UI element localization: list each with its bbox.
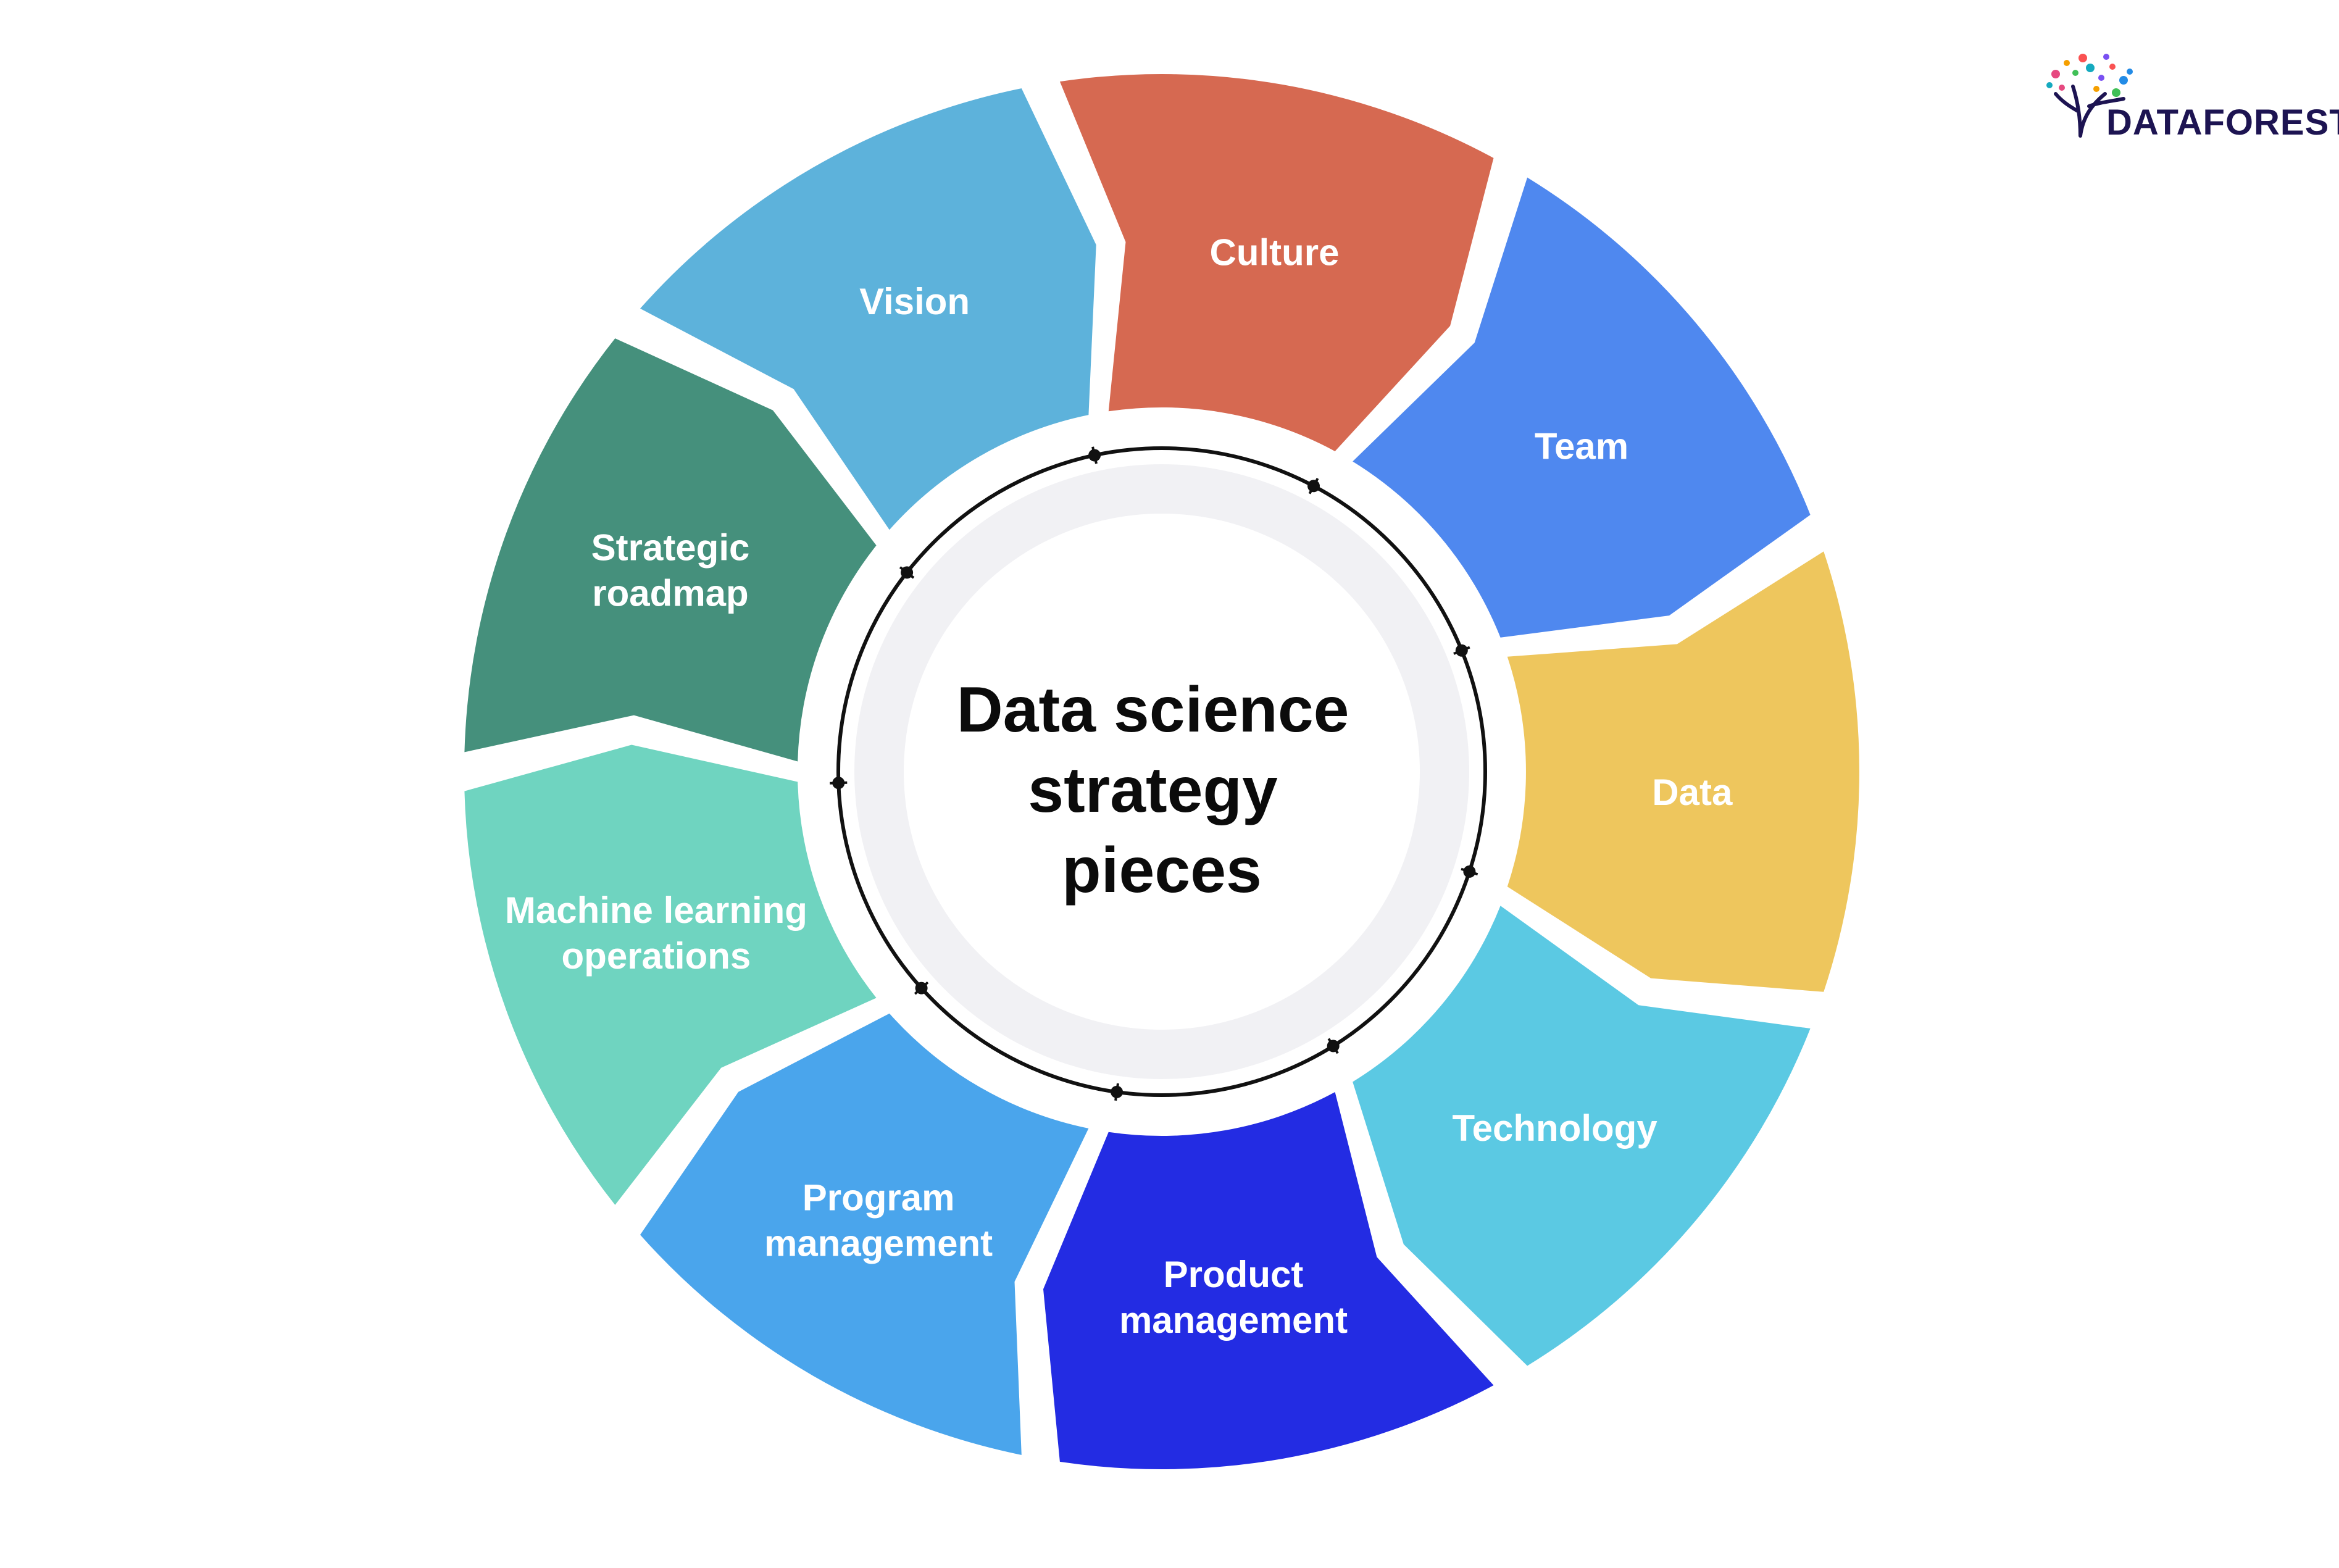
segment-data-label: Data bbox=[1652, 772, 1733, 813]
segment-data-shape bbox=[1507, 551, 1859, 992]
segment-strategic-roadmap-label-line: roadmap bbox=[592, 572, 748, 614]
segment-product-management-label-line: Product bbox=[1164, 1254, 1304, 1295]
segment-team-label-line: Team bbox=[1535, 426, 1628, 467]
segment-vision-label-line: Vision bbox=[859, 281, 970, 322]
ring-tick-dot bbox=[901, 566, 914, 579]
segment-machine-learning-operations-label-line: operations bbox=[562, 935, 751, 977]
segment-data-label-line: Data bbox=[1652, 772, 1733, 813]
segment-program-management-label-line: management bbox=[764, 1222, 993, 1264]
segment-team-shape bbox=[1353, 177, 1811, 638]
logo-dot bbox=[2051, 70, 2060, 78]
logo-dot bbox=[2127, 69, 2133, 75]
ring-tick-dot bbox=[1463, 865, 1476, 878]
segment-technology: Technology bbox=[1353, 906, 1811, 1366]
logo-dot bbox=[2064, 60, 2070, 66]
center-title: Data science strategy pieces bbox=[957, 674, 1367, 906]
logo-dot bbox=[2103, 54, 2109, 60]
ring-tick-dot bbox=[1455, 644, 1468, 657]
ring-tick-dot bbox=[915, 982, 928, 995]
segment-culture-label: Culture bbox=[1210, 232, 1340, 273]
center-ring-ticks bbox=[830, 446, 1478, 1101]
segment-culture-shape bbox=[1059, 73, 1494, 451]
center-title-line-2: strategy bbox=[1028, 754, 1278, 826]
logo-dot bbox=[2086, 64, 2095, 72]
center-title-line-1: Data science bbox=[957, 674, 1349, 746]
segment-strategic-roadmap-shape bbox=[464, 338, 877, 762]
logo-dot bbox=[2109, 64, 2116, 70]
logo-dot bbox=[2072, 70, 2078, 76]
logo-dot bbox=[2093, 86, 2099, 92]
logo-dot bbox=[2059, 85, 2065, 91]
segment-culture: Culture bbox=[1059, 73, 1494, 451]
ring-tick-dot bbox=[1327, 1040, 1340, 1053]
segment-vision: Vision bbox=[640, 88, 1096, 530]
ring-tick-dot bbox=[1111, 1085, 1124, 1098]
ring-tick-dot bbox=[832, 777, 845, 790]
center-title-line-3: pieces bbox=[1062, 835, 1262, 906]
brand-name: DATAFOREST bbox=[2106, 102, 2339, 143]
segment-product-management-label-line: management bbox=[1119, 1299, 1348, 1341]
logo-dot bbox=[2119, 76, 2128, 85]
ring-tick-dot bbox=[1088, 449, 1101, 462]
segment-vision-label: Vision bbox=[859, 281, 970, 322]
center-hub: Data science strategy pieces bbox=[830, 446, 1487, 1101]
segment-vision-shape bbox=[640, 88, 1096, 530]
dataforest-logo: DATAFOREST bbox=[2046, 54, 2339, 143]
segment-data: Data bbox=[1507, 551, 1859, 992]
center-inner-disc bbox=[904, 514, 1420, 1030]
logo-dot bbox=[2078, 54, 2087, 62]
segment-machine-learning-operations-label-line: Machine learning bbox=[505, 890, 807, 931]
tree-icon bbox=[2046, 54, 2133, 138]
segment-machine-learning-operations-shape bbox=[464, 744, 877, 1205]
segment-strategic-roadmap-label-line: Strategic bbox=[591, 527, 750, 568]
segment-technology-label-line: Technology bbox=[1452, 1107, 1657, 1149]
logo-dot bbox=[2112, 88, 2120, 97]
segment-program-management-label-line: Program bbox=[803, 1177, 955, 1218]
logo-dot bbox=[2098, 75, 2104, 81]
segment-program-management-shape bbox=[640, 1013, 1089, 1455]
segment-product-management-shape bbox=[1043, 1092, 1494, 1470]
segment-team-label: Team bbox=[1535, 426, 1628, 467]
segment-culture-label-line: Culture bbox=[1210, 232, 1340, 273]
logo-dot bbox=[2046, 82, 2053, 88]
segment-team: Team bbox=[1353, 177, 1811, 638]
ring-tick-dot bbox=[1307, 480, 1320, 493]
segment-technology-shape bbox=[1353, 906, 1811, 1366]
segment-technology-label: Technology bbox=[1452, 1107, 1657, 1149]
